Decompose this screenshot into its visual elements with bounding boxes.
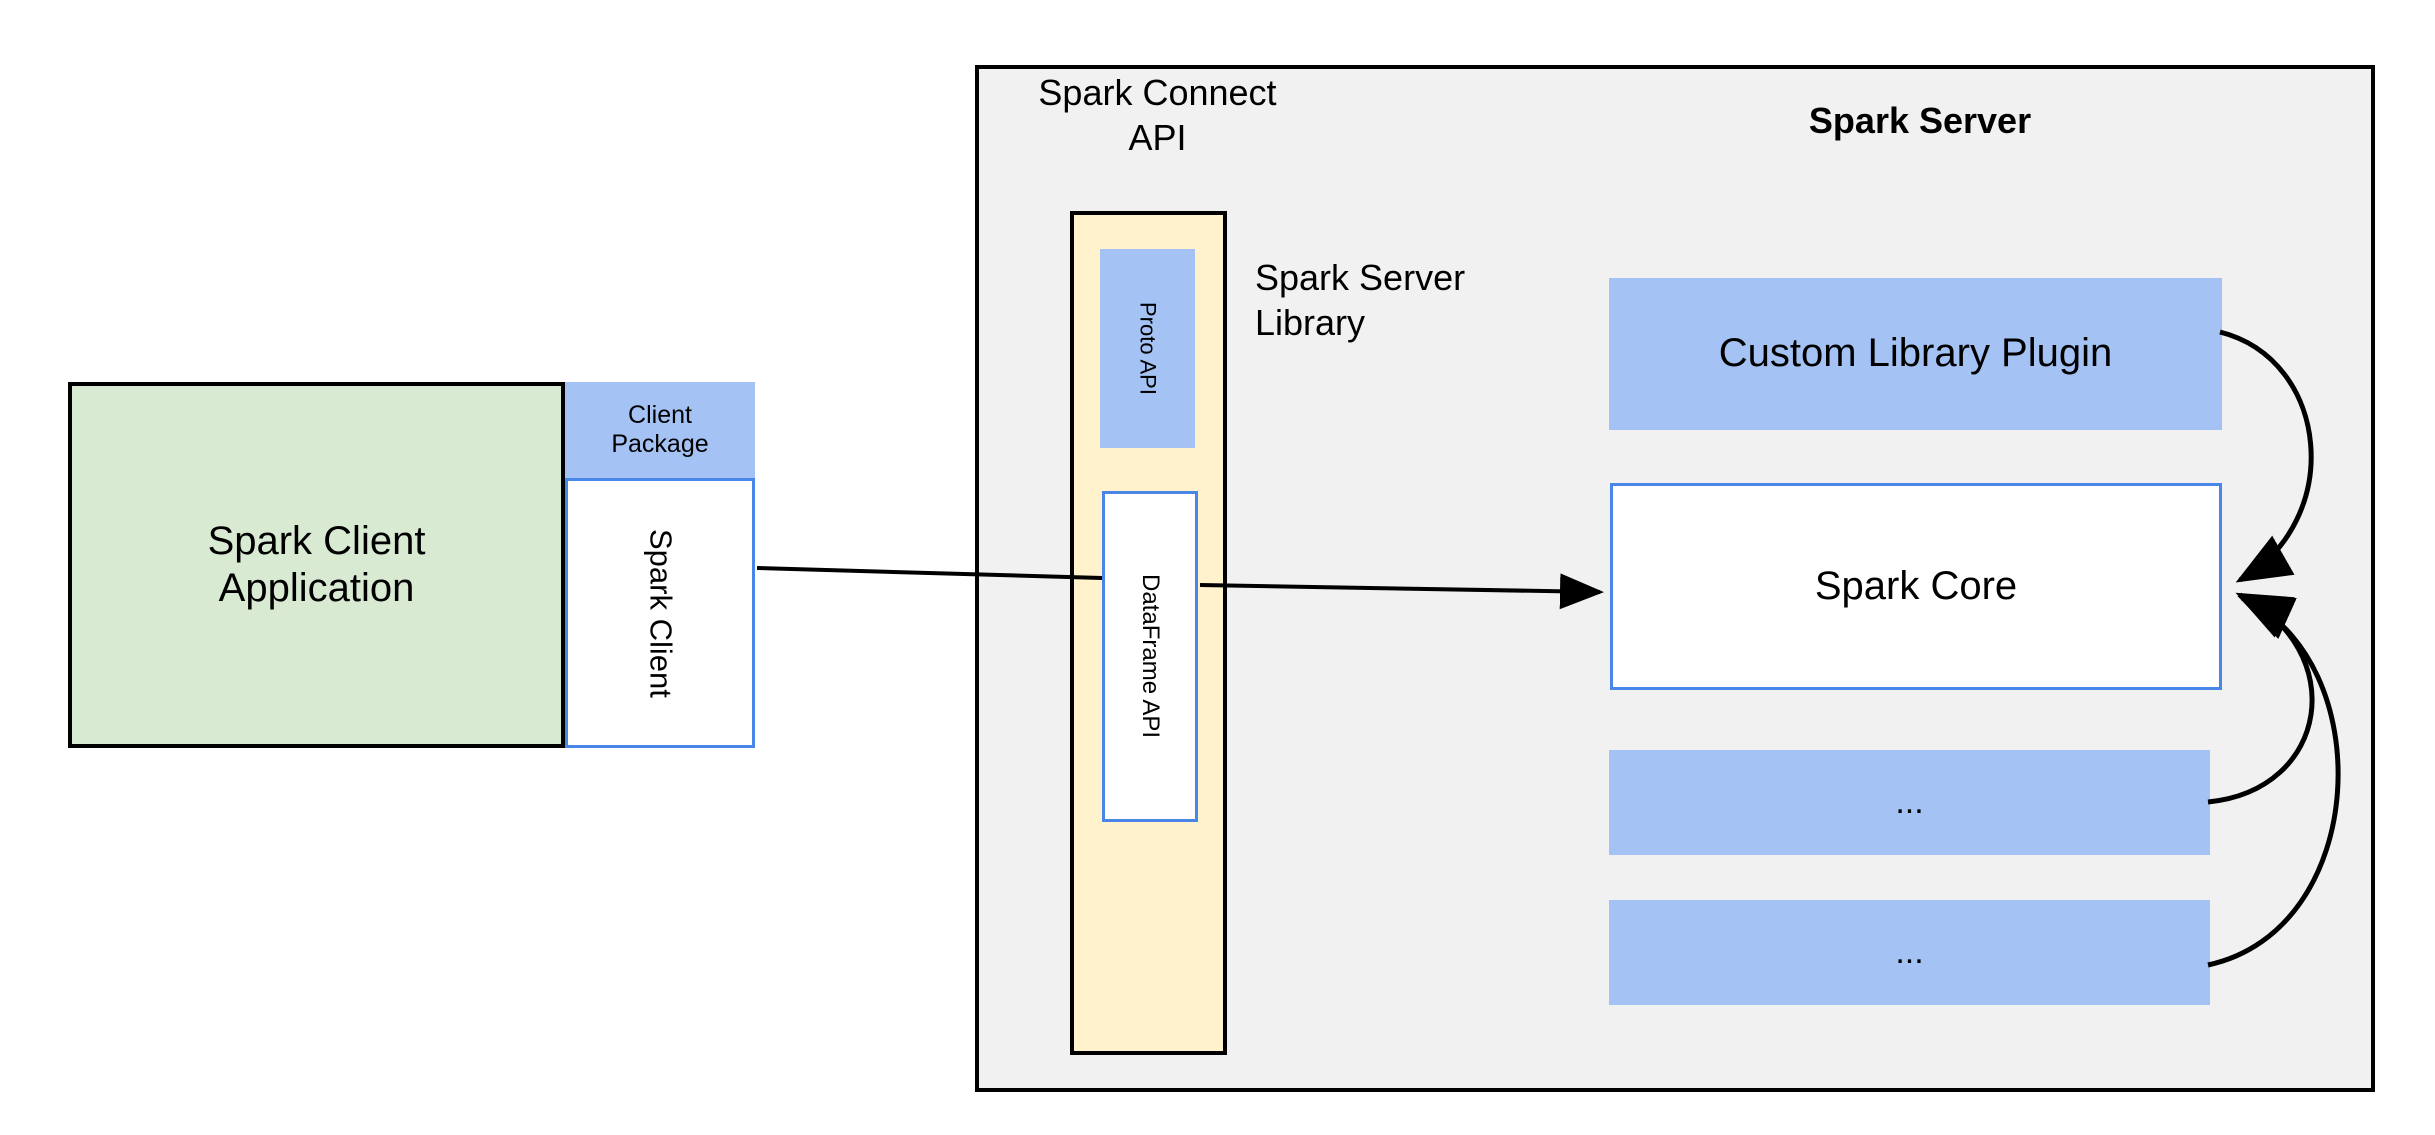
spark-client-application-label: Spark Client Application (207, 518, 426, 610)
ellipsis-box-2[interactable]: ... (1609, 900, 2210, 1005)
dataframe-api-box[interactable]: DataFrame API (1102, 491, 1198, 822)
spark-core-label: Spark Core (1814, 563, 2018, 608)
spark-core-box[interactable]: Spark Core (1610, 483, 2222, 690)
spark-client-box[interactable]: Spark Client (565, 478, 755, 748)
spark-server-title: Spark Server (1808, 100, 2032, 141)
spark-connect-api-label: Spark Connect API (1038, 72, 1277, 158)
proto-api-box[interactable]: Proto API (1100, 249, 1195, 448)
spark-server-library-label: Spark Server Library (1255, 257, 1466, 343)
client-package-box[interactable]: Client Package (565, 382, 755, 478)
proto-api-label: Proto API (1135, 302, 1161, 395)
ellipsis-label-1: ... (1895, 783, 1924, 822)
ellipsis-box-1[interactable]: ... (1609, 750, 2210, 855)
dataframe-api-label: DataFrame API (1137, 574, 1165, 739)
spark-client-label: Spark Client (643, 528, 679, 698)
spark-client-application-box[interactable]: Spark Client Application (68, 382, 565, 748)
custom-library-plugin-box[interactable]: Custom Library Plugin (1609, 278, 2222, 430)
custom-library-plugin-label: Custom Library Plugin (1718, 331, 2113, 376)
client-package-label: Client Package (611, 400, 709, 459)
ellipsis-label-2: ... (1895, 933, 1924, 972)
